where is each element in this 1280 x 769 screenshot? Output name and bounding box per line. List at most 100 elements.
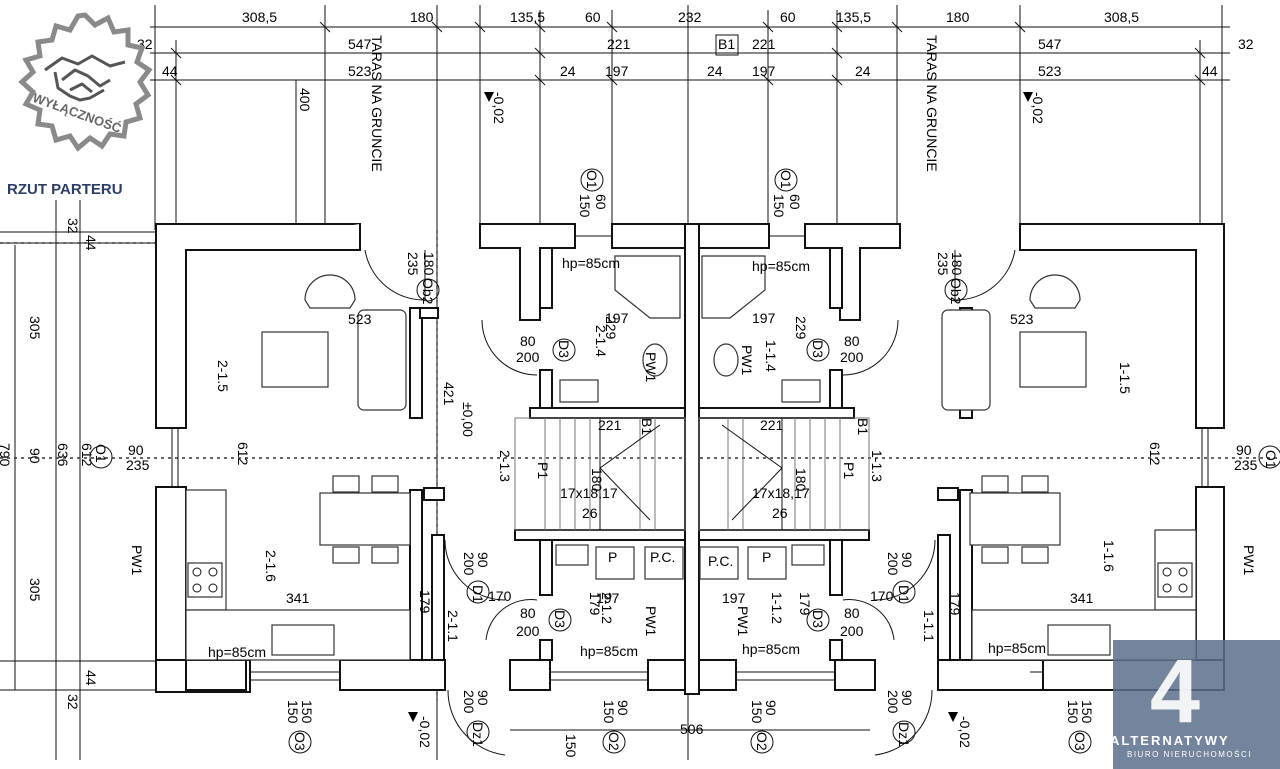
top-dim-2-b: 547 [348, 36, 372, 52]
d1-right-90: 90 [899, 552, 915, 568]
exclusivity-badge: WYŁĄCZNOŚĆ [18, 12, 153, 152]
living-right-width: 523 [1010, 311, 1034, 327]
o1-left-60: 60 [593, 194, 609, 210]
d3b-left-200: 200 [516, 623, 540, 639]
d3-right-top: D3 [810, 340, 826, 358]
top-dim-2-g: 32 [1238, 36, 1254, 52]
stairs-right-p1: P1 [841, 462, 857, 479]
d1-right-200: 200 [885, 552, 901, 576]
hp-left-wc: hp=85cm [580, 643, 638, 659]
top-dim-3-b: 523 [348, 63, 372, 79]
washer-right [747, 546, 787, 580]
window-frames [171, 235, 1209, 681]
furniture [185, 255, 1197, 661]
plan-title: RZUT PARTERU [7, 181, 123, 198]
left-dim-636: 636 [55, 443, 71, 467]
left-dim-44-bottom: 44 [83, 670, 99, 686]
room-labels-left: 2-1.5 523 612 2-1.6 341 2-1.4 197 229 2-… [129, 255, 675, 660]
hall-left-height: 179 [417, 590, 433, 614]
stairs [514, 417, 870, 531]
o3-left-150a: 150 [299, 700, 315, 724]
room-code-1-1-3: 1-1.3 [869, 450, 885, 482]
ob2-left: Ob2 [420, 278, 436, 305]
bath-left-height: 229 [603, 316, 619, 340]
o2-left: O2 [606, 732, 622, 751]
room-labels-right: 1-1.5 523 612 1-1.6 341 1-1.4 197 229 1-… [708, 258, 1279, 657]
top-dim-1-b: 180 [410, 9, 434, 25]
hall-right-height: 179 [947, 592, 963, 616]
left-dimension-lines: 32 44 305 790 90 636 612 305 44 32 O1 90… [0, 200, 160, 760]
level-minus-left: -0,02 [417, 716, 433, 748]
right-axis-o1: O1 [1263, 450, 1279, 469]
top-dim-3-d: 197 [605, 63, 629, 79]
armchair-right [1029, 274, 1081, 309]
o1-left-top: O1 [584, 170, 600, 189]
kitchen-right-width: 341 [1070, 590, 1094, 606]
left-axis-235: 235 [126, 457, 150, 473]
dim-421: 421 [441, 382, 457, 406]
hp-right-wc: hp=85cm [742, 641, 800, 657]
top-dim-3-i: 44 [1202, 63, 1218, 79]
room-code-1-1-4: 1-1.4 [763, 340, 779, 372]
d3-right-80: 80 [844, 333, 860, 349]
hp-left-kitchen: hp=85cm [208, 644, 266, 660]
level-zero: ±0,00 [460, 402, 476, 437]
pw1-right-kitchen: PW1 [1241, 545, 1257, 576]
pw1-right-bath: PW1 [739, 345, 755, 376]
hp-left-bath: hp=85cm [562, 255, 620, 271]
agency-logo: 4 ALTERNATYWY BIURO NIERUCHOMOŚCI [1110, 640, 1280, 769]
b1-marker-box [715, 34, 739, 56]
sink-left [271, 624, 335, 656]
o2-left-90: 90 [615, 700, 631, 716]
dz1-right-200: 200 [885, 690, 901, 714]
wc-left-height: 179 [587, 592, 603, 616]
dining-table-right [969, 492, 1061, 546]
ob2-right-235: 235 [935, 252, 951, 276]
pw1-right-wc: PW1 [735, 606, 751, 637]
o3-right-150a: 150 [1079, 700, 1095, 724]
room-code-2-1-4: 2-1.4 [593, 325, 609, 357]
terrace-depth: 400 [297, 88, 313, 112]
bottom-506: 506 [680, 721, 704, 737]
room-code-2-1-5: 2-1.5 [215, 360, 231, 392]
top-dim-1-a: 308,5 [242, 9, 277, 25]
d3-left-bottom: D3 [552, 610, 568, 628]
hp-right-bath: hp=85cm [752, 258, 810, 274]
o3-right: O3 [1072, 732, 1088, 751]
left-dim-612: 612 [79, 443, 95, 467]
boiler-left [644, 546, 684, 580]
top-dim-1-g: 135,5 [836, 9, 871, 25]
top-dim-3-e: 24 [707, 63, 723, 79]
p-left: P [608, 549, 617, 565]
ob2-right-180: 180 [949, 252, 965, 276]
living-right-height: 612 [1147, 442, 1163, 466]
basin-right [781, 379, 821, 403]
hp-right-kitchen: hp=85cm [988, 640, 1046, 656]
o3-left: O3 [292, 732, 308, 751]
d1-left: D1 [470, 585, 486, 603]
left-axis-o1: O1 [93, 444, 109, 463]
room-code-1-1-2: 1-1.2 [769, 592, 785, 624]
o3-right-150b: 150 [1065, 700, 1081, 724]
coffee-table-left [261, 331, 329, 388]
right-axis-90: 90 [1236, 442, 1252, 458]
sink-right [1047, 624, 1111, 656]
o3-left-150b: 150 [285, 700, 301, 724]
top-dim-3-a: 44 [162, 63, 178, 79]
top-dim-1-c: 135,5 [510, 9, 545, 25]
ob2-left-235: 235 [405, 252, 421, 276]
top-dim-1-d: 60 [585, 9, 601, 25]
ob2-right: Ob2 [948, 278, 964, 305]
p-right: P [762, 549, 771, 565]
terrace-label-left: TARAS NA GRUNCIE [369, 35, 385, 172]
wc-right-height: 179 [797, 592, 813, 616]
logo-title: ALTERNATYWY [1110, 733, 1230, 748]
pc-right: P.C. [708, 553, 733, 569]
shower-right [701, 255, 766, 319]
o2-left-150: 150 [601, 700, 617, 724]
d1-left-90: 90 [475, 552, 491, 568]
dining-table-left [319, 492, 411, 546]
top-dim-3-h: 523 [1038, 63, 1062, 79]
left-dim-32-bottom: 32 [65, 694, 81, 710]
basin-left [559, 379, 599, 403]
